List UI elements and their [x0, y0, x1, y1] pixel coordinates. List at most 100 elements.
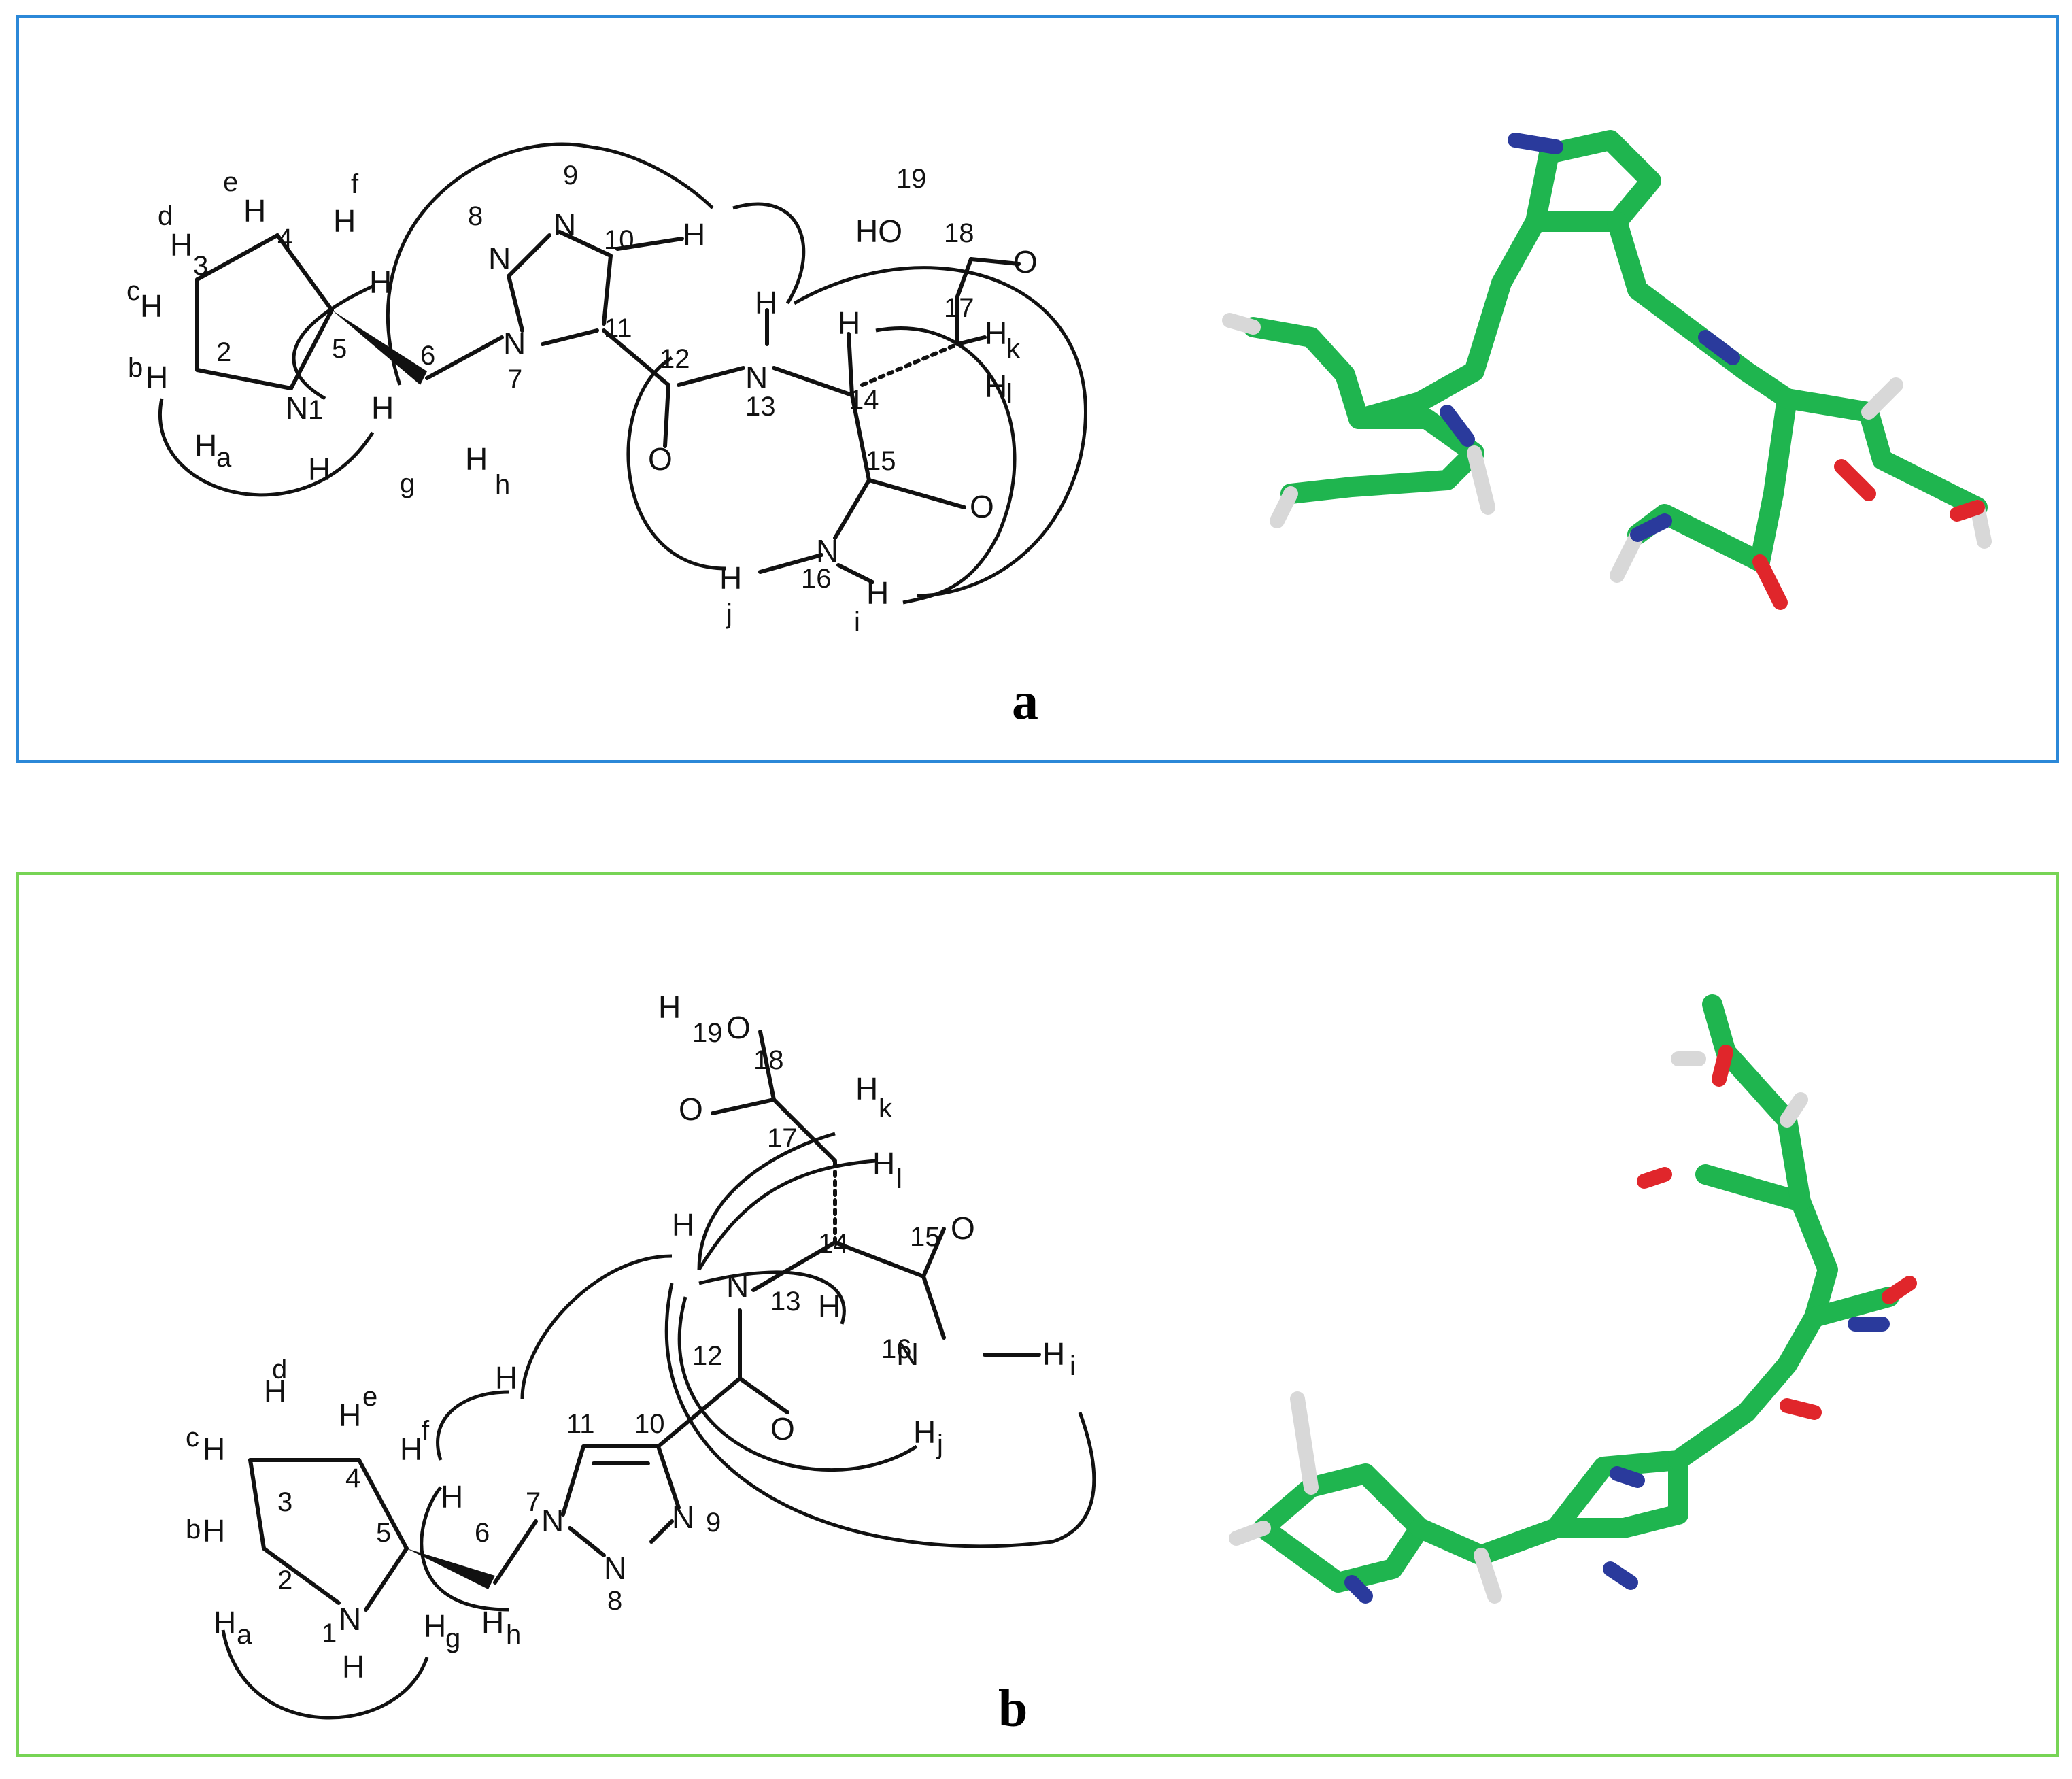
svg-text:1: 1	[322, 1619, 337, 1648]
svg-text:16: 16	[801, 564, 832, 594]
svg-text:a: a	[216, 443, 232, 473]
svg-text:k: k	[1006, 334, 1021, 364]
svg-text:O: O	[1013, 244, 1038, 279]
svg-text:H: H	[308, 452, 330, 487]
svg-text:11: 11	[604, 314, 632, 343]
svg-text:17: 17	[767, 1123, 798, 1153]
svg-text:H: H	[203, 1431, 225, 1467]
svg-text:H: H	[658, 989, 681, 1025]
svg-text:h: h	[506, 1620, 521, 1650]
svg-text:e: e	[362, 1382, 377, 1412]
svg-text:j: j	[726, 599, 732, 629]
svg-text:7: 7	[507, 365, 522, 394]
svg-text:H: H	[333, 203, 356, 239]
svg-text:10: 10	[604, 225, 634, 255]
svg-text:17: 17	[944, 293, 974, 323]
svg-text:i: i	[854, 607, 860, 637]
svg-text:19: 19	[692, 1018, 723, 1048]
svg-text:k: k	[879, 1094, 893, 1123]
svg-text:H: H	[146, 360, 168, 395]
svg-text:f: f	[422, 1416, 430, 1446]
svg-text:l: l	[1006, 379, 1013, 409]
svg-text:N: N	[554, 207, 576, 242]
svg-text:H: H	[243, 193, 266, 228]
svg-text:g: g	[400, 469, 415, 498]
svg-text:H: H	[339, 1397, 361, 1433]
svg-text:b: b	[186, 1514, 201, 1544]
svg-text:H: H	[194, 428, 217, 463]
svg-text:10: 10	[634, 1409, 665, 1439]
svg-text:H: H	[441, 1479, 463, 1514]
svg-text:9: 9	[563, 160, 578, 190]
svg-text:H: H	[495, 1360, 517, 1395]
svg-text:H: H	[465, 441, 488, 477]
svg-text:N: N	[816, 533, 838, 569]
svg-text:j: j	[936, 1429, 943, 1459]
svg-text:H: H	[342, 1649, 364, 1684]
svg-text:3: 3	[277, 1487, 292, 1517]
svg-text:H: H	[872, 1146, 895, 1181]
svg-text:19: 19	[896, 164, 927, 194]
svg-text:H: H	[672, 1207, 694, 1242]
svg-text:14: 14	[818, 1229, 849, 1259]
panel-a-scene: He Hf Hd Hc Hb Ha NH HH gHh NNN H O N H …	[126, 130, 1992, 637]
svg-text:N: N	[488, 241, 511, 276]
svg-text:H: H	[371, 390, 394, 426]
structure-2d-a	[158, 142, 1087, 605]
svg-text:H: H	[838, 305, 860, 341]
svg-text:O: O	[970, 489, 994, 524]
svg-text:g: g	[445, 1623, 460, 1653]
svg-text:12: 12	[692, 1341, 723, 1371]
svg-text:16: 16	[881, 1334, 912, 1364]
svg-text:H: H	[818, 1289, 840, 1324]
panel-label-a: a	[1012, 671, 1038, 730]
panel-label-b: b	[998, 1678, 1028, 1738]
svg-text:O: O	[648, 441, 673, 477]
svg-text:3: 3	[193, 251, 208, 281]
svg-text:HO: HO	[855, 214, 902, 249]
svg-text:H: H	[985, 369, 1007, 404]
svg-text:O: O	[951, 1210, 975, 1246]
svg-text:O: O	[679, 1091, 703, 1127]
svg-text:N: N	[896, 1336, 919, 1372]
svg-text:H: H	[214, 1605, 236, 1640]
svg-text:H: H	[170, 227, 192, 262]
svg-text:H: H	[683, 217, 705, 252]
stick-model-b	[1229, 994, 1917, 1604]
svg-text:14: 14	[849, 385, 879, 415]
svg-text:2: 2	[277, 1565, 292, 1595]
svg-text:H: H	[1042, 1336, 1065, 1372]
svg-text:18: 18	[944, 218, 974, 248]
svg-text:4: 4	[345, 1463, 360, 1493]
svg-text:N: N	[286, 390, 308, 426]
svg-text:7: 7	[526, 1487, 541, 1517]
svg-text:1: 1	[308, 395, 323, 425]
svg-text:18: 18	[753, 1045, 784, 1075]
svg-text:8: 8	[468, 201, 483, 231]
svg-text:5: 5	[376, 1518, 391, 1548]
svg-text:H: H	[424, 1608, 446, 1644]
svg-text:H: H	[264, 1374, 286, 1409]
svg-text:9: 9	[706, 1508, 721, 1538]
svg-text:b: b	[128, 353, 143, 383]
svg-text:c: c	[186, 1423, 199, 1453]
svg-text:e: e	[223, 167, 238, 197]
svg-text:O: O	[770, 1411, 795, 1446]
svg-text:N: N	[604, 1551, 626, 1586]
svg-text:H: H	[913, 1414, 936, 1450]
svg-text:13: 13	[770, 1287, 801, 1317]
svg-text:h: h	[495, 470, 510, 500]
svg-text:15: 15	[866, 446, 896, 476]
atom-labels-a: He Hf Hd Hc Hb Ha NH HH gHh NNN H O N H …	[126, 167, 1038, 637]
svg-text:H: H	[719, 560, 742, 596]
svg-text:5: 5	[332, 334, 347, 364]
structure-2d-b	[221, 1030, 1096, 1720]
svg-text:H: H	[400, 1431, 422, 1467]
svg-text:N: N	[672, 1500, 694, 1535]
svg-text:H: H	[985, 316, 1007, 351]
svg-text:6: 6	[475, 1518, 490, 1548]
svg-text:8: 8	[607, 1586, 622, 1616]
